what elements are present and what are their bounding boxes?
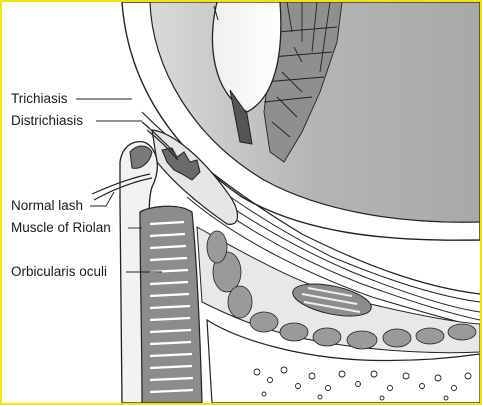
districhiasis-lash [146,129,179,161]
label-trichiasis: Trichiasis [11,91,68,106]
label-orbicularis-oculi: Orbicularis oculi [11,264,108,279]
muscle-of-riolan [129,145,153,169]
orbicularis-oculi-muscle [139,205,203,403]
orbital-tissue [196,226,480,354]
trichiasis-lash [141,121,175,153]
ciliary-body [263,2,343,163]
label-normal-lash: Normal lash [11,198,84,213]
normal-lash-leader [90,191,115,207]
orbital-floor [206,318,480,403]
label-muscle-of-riolan: Muscle of Riolan [11,220,111,235]
tarsal-plate [151,129,239,225]
leader-lines [76,98,162,273]
eyeball [121,2,480,241]
normal-lash [93,177,153,201]
eyelashes [91,121,179,201]
lens [211,2,282,113]
iris [229,89,253,145]
label-districhiasis: Districhiasis [11,113,84,128]
